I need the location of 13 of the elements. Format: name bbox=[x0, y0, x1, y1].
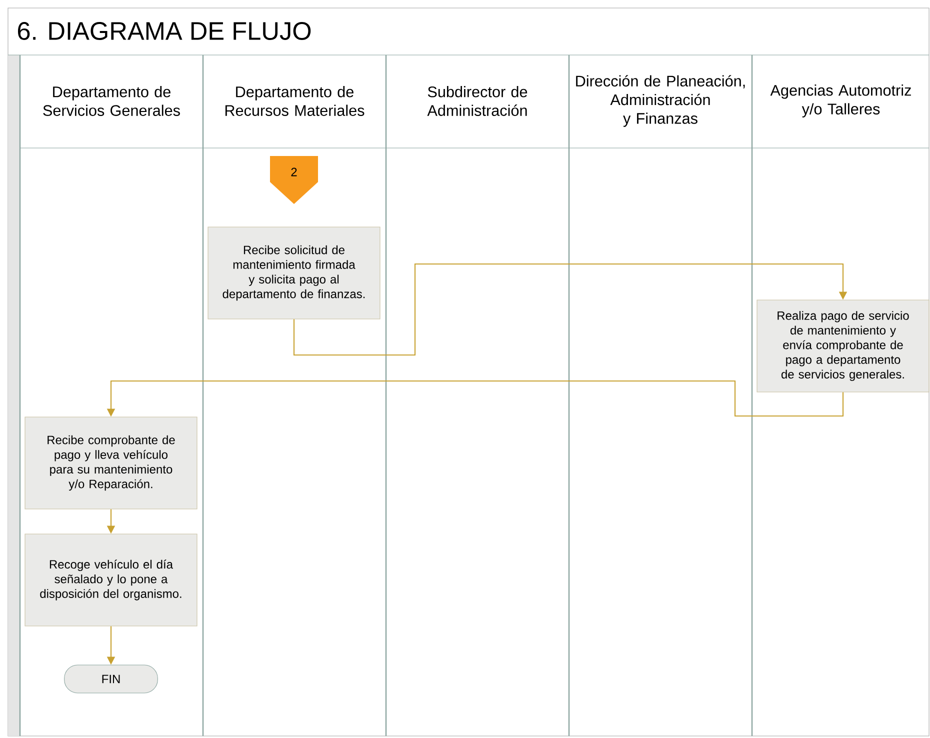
title: 6. DIAGRAMA DE FLUJO bbox=[18, 22, 311, 40]
arrow bbox=[293, 263, 848, 356]
process-box: Recibe comprobante de pago y lleva vehículo para su mantenimiento y/o Reparación. bbox=[24, 416, 198, 510]
lane-header: Subdirector de Administración bbox=[427, 86, 528, 116]
process-box: Recoge vehículo el día señalado y lo pone a disposición del organismo. bbox=[24, 534, 198, 626]
offpage-connector: 2 bbox=[270, 156, 318, 204]
terminal: FIN bbox=[64, 664, 158, 694]
lane-header: Departamento de Recursos Materiales bbox=[225, 86, 364, 116]
lane-header: Dirección de Planeación, Administración y Finanzas bbox=[576, 75, 745, 127]
process-box: Recibe solicitud de mantenimiento firmada y solicita pago al departamento de finanzas. bbox=[208, 226, 380, 320]
process-box: Realiza pago de servicio de mantenimiento y envía comprobante de pago a departamento de servicios generales. bbox=[756, 300, 930, 392]
lane-header: Departamento de Servicios Generales bbox=[43, 86, 180, 116]
lane-header: Agencias Automotriz y/o Talleres bbox=[770, 84, 911, 118]
